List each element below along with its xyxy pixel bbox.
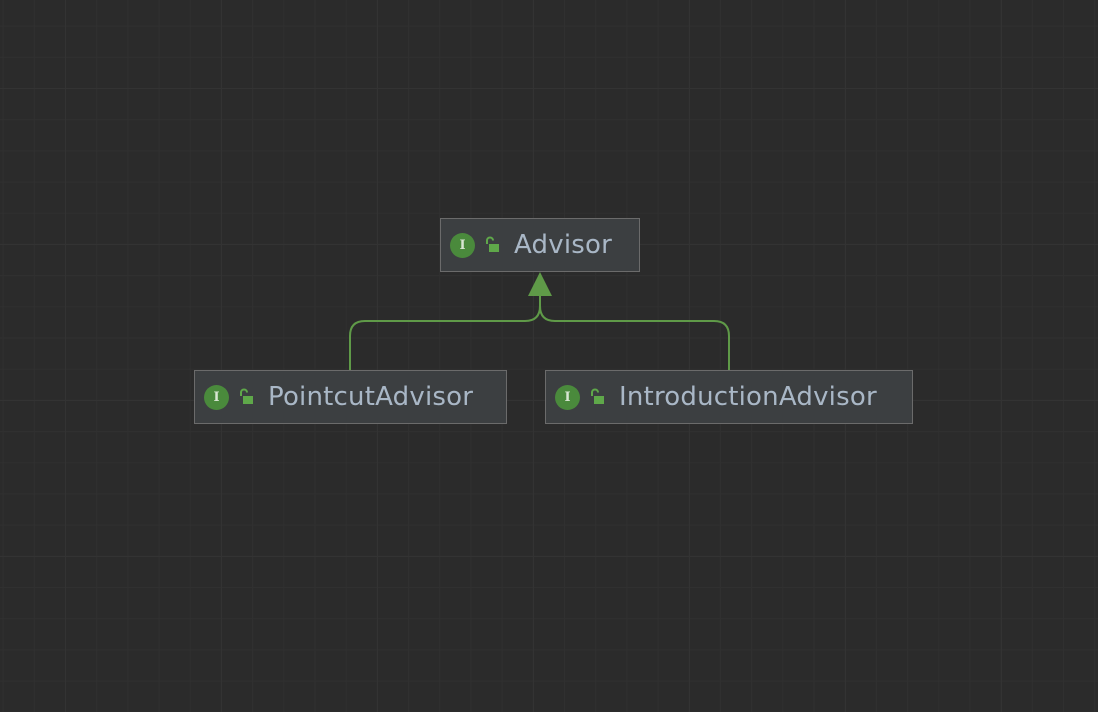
public-visibility-icon — [238, 388, 254, 406]
edge-pointcut-to-advisor — [349, 295, 541, 370]
class-name: IntroductionAdvisor — [619, 382, 877, 412]
interface-icon: I — [450, 232, 475, 258]
public-visibility-icon — [589, 388, 605, 406]
class-name: Advisor — [514, 230, 612, 260]
class-name: PointcutAdvisor — [268, 382, 474, 412]
interface-icon: I — [204, 384, 229, 410]
edge-introduction-to-advisor — [539, 295, 730, 370]
interface-icon: I — [555, 384, 580, 410]
class-node-introduction-advisor[interactable]: I IntroductionAdvisor — [545, 370, 913, 424]
class-node-pointcut-advisor[interactable]: I PointcutAdvisor — [194, 370, 507, 424]
public-visibility-icon — [484, 236, 500, 254]
class-node-advisor[interactable]: I Advisor — [440, 218, 640, 272]
inheritance-arrowhead — [528, 272, 552, 296]
